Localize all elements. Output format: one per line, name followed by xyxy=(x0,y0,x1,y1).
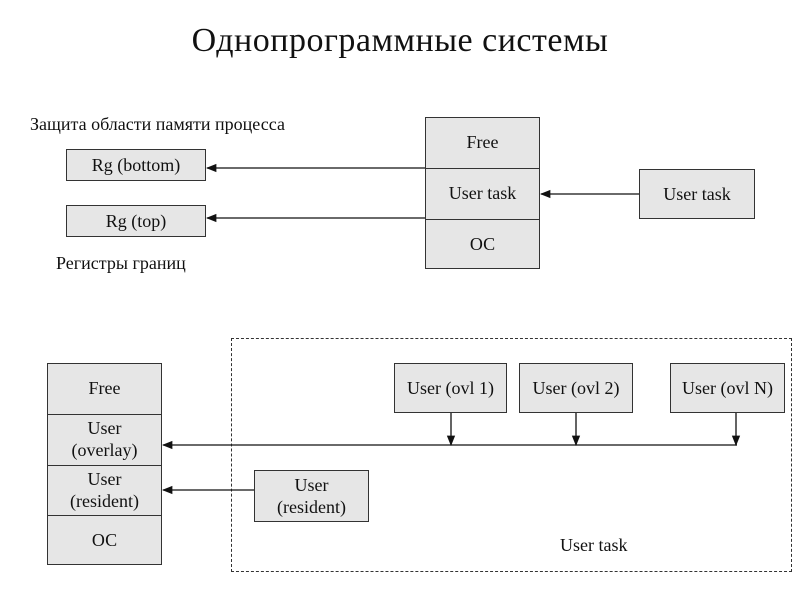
memory-protection-label: Защита области памяти процесса xyxy=(30,114,285,134)
overlay-1-box: User (ovl 1) xyxy=(394,363,507,413)
register-top-box: Rg (top) xyxy=(66,205,206,237)
memory-os-cell: ОС xyxy=(48,515,161,565)
resident-box: User (resident) xyxy=(254,470,369,522)
page-title: Однопрограммные системы xyxy=(191,22,609,59)
memory-map-top: Free User task ОС xyxy=(425,117,540,269)
memory-free-cell: Free xyxy=(88,378,121,399)
memory-user-task-cell: User task xyxy=(426,168,539,219)
register-bottom-box: Rg (bottom) xyxy=(66,149,206,181)
memory-resident-cell: User (resident) xyxy=(48,465,161,515)
overlay-n-box: User (ovl N) xyxy=(670,363,785,413)
memory-os-cell: ОС xyxy=(426,219,539,269)
memory-map-bottom: Free User (overlay) User (resident) ОС xyxy=(47,363,162,565)
memory-overlay-cell: User (overlay) xyxy=(48,414,161,465)
boundary-registers-label: Регистры границ xyxy=(56,253,186,273)
memory-free-cell: Free xyxy=(466,132,499,153)
user-task-region-label: User task xyxy=(560,535,628,555)
overlay-2-box: User (ovl 2) xyxy=(519,363,633,413)
user-task-region xyxy=(231,338,792,572)
user-task-box: User task xyxy=(639,169,755,219)
